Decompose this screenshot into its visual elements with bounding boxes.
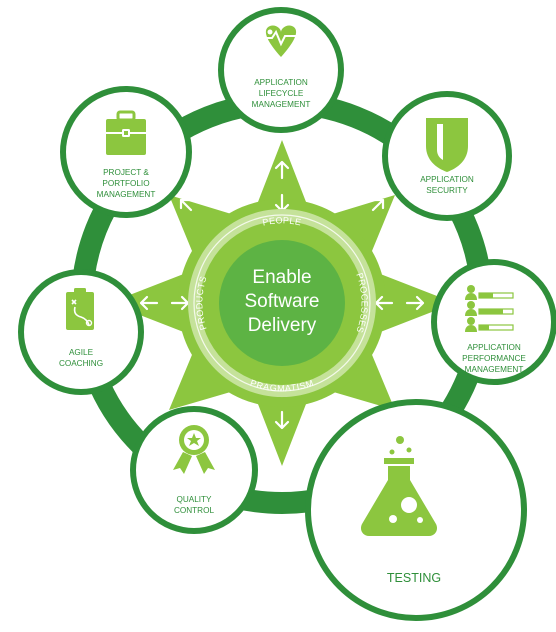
project-label-2: PORTFOLIO xyxy=(102,179,149,188)
testing-label: TESTING xyxy=(387,571,441,585)
flask-icon xyxy=(360,436,438,536)
inner-ring-line xyxy=(193,214,371,392)
center-line-1: Enable xyxy=(252,267,311,288)
arrow-out-topleft xyxy=(207,186,221,200)
node-project[interactable]: PROJECT & PORTFOLIO MANAGEMENT xyxy=(60,86,192,218)
clipboard-play-icon xyxy=(66,288,94,330)
people-bars-icon xyxy=(465,285,514,332)
arrow-out-topleft-2 xyxy=(179,198,193,212)
center-line-2: Software xyxy=(245,291,320,312)
arrow-out-top xyxy=(274,160,290,180)
node-agile[interactable]: AGILE COACHING xyxy=(18,269,144,395)
apm-label-2: PERFORMANCE xyxy=(462,354,526,363)
arrow-out-bottomright xyxy=(343,406,357,420)
agile-label-1: AGILE xyxy=(69,348,94,357)
project-label-3: MANAGEMENT xyxy=(97,190,156,199)
node-quality[interactable]: QUALITY CONTROL xyxy=(130,406,258,534)
security-label-1: APPLICATION xyxy=(420,175,474,184)
node-security[interactable]: APPLICATION SECURITY xyxy=(382,91,512,221)
project-label-1: PROJECT & xyxy=(103,168,149,177)
arrow-out-right xyxy=(405,295,425,311)
alm-label-3: MANAGEMENT xyxy=(252,100,311,109)
ring-word-people: PEOPLE xyxy=(262,215,303,227)
node-alm[interactable]: APPLICATION LIFECYCLE MANAGEMENT xyxy=(218,7,344,133)
arrow-out-left xyxy=(139,295,159,311)
node-testing[interactable]: TESTING xyxy=(305,399,527,621)
center-line-3: Delivery xyxy=(248,315,317,336)
award-ribbon-icon xyxy=(173,425,215,474)
alm-label-2: LIFECYCLE xyxy=(259,89,304,98)
node-apm[interactable]: APPLICATION PERFORMANCE MANAGEMENT xyxy=(431,259,556,385)
security-label-2: SECURITY xyxy=(426,186,468,195)
quality-label-2: CONTROL xyxy=(174,506,214,515)
arrow-out-topright xyxy=(343,186,357,200)
apm-label-1: APPLICATION xyxy=(467,343,521,352)
center-circle xyxy=(219,240,345,366)
heart-pulse-icon xyxy=(262,25,301,57)
arrow-out-bottom xyxy=(274,410,290,430)
apm-label-3: MANAGEMENT xyxy=(465,365,524,374)
quality-label-1: QUALITY xyxy=(176,495,212,504)
briefcase-icon xyxy=(106,110,146,155)
shield-icon xyxy=(426,118,468,172)
agile-label-2: COACHING xyxy=(59,359,103,368)
arrow-out-topright-2 xyxy=(371,198,385,212)
alm-label-1: APPLICATION xyxy=(254,78,308,87)
